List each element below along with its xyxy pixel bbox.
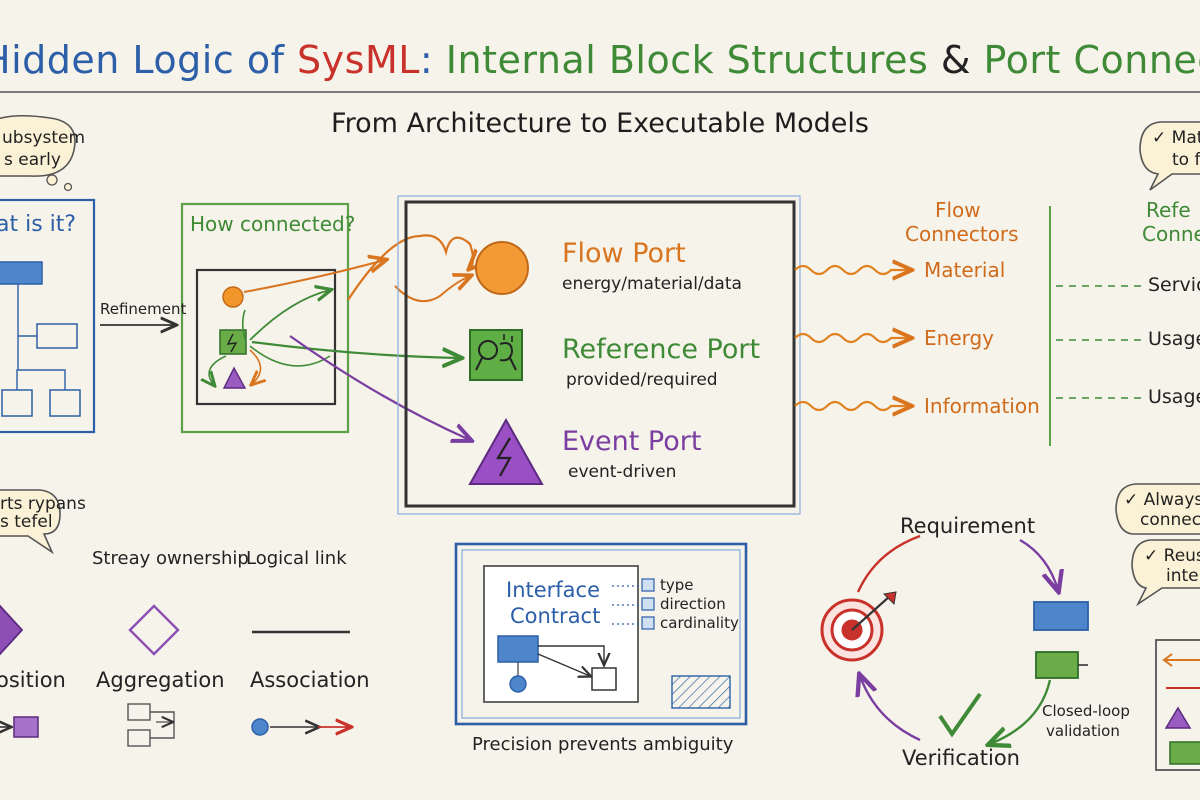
interface-contract-caption: Precision prevents ambiguity [472, 734, 734, 755]
title-part-4: Internal Block Structures [445, 38, 929, 82]
bubble-mid-left-line-1: rts rypans [0, 494, 86, 514]
reference-dash-lines [1056, 285, 1142, 399]
flow-connector-information: Information [924, 394, 1040, 418]
contract-attribute-direction: direction [660, 595, 726, 613]
how-connected-panel [180, 202, 385, 434]
bubble-mid-right-1-line-2: connecto [1140, 510, 1200, 530]
cycle-requirement-label: Requirement [900, 514, 1036, 538]
reference-connectors-heading-1: Refe [1146, 198, 1191, 222]
what-is-it-panel [0, 198, 96, 434]
title-part-3: : [419, 38, 446, 82]
title-part-2: SysML [297, 38, 420, 82]
page-title: Hidden Logic of SysML: Internal Block St… [0, 38, 1200, 82]
relationship-label-association: Association [250, 668, 370, 692]
interface-contract-title-1: Interface [506, 578, 601, 602]
verification-cycle [820, 534, 1089, 744]
speech-bubble-top-right [1139, 121, 1200, 191]
relationship-label-aggregation: Aggregation [96, 668, 225, 692]
relationship-label-composition: osition [0, 668, 66, 692]
cycle-note-line-1: Closed-loop [1042, 702, 1130, 720]
wavy-connectors [794, 266, 910, 410]
interface-contract-panel [454, 542, 748, 726]
reference-port-title: Reference Port [562, 334, 761, 365]
internal-block-frame [397, 195, 801, 515]
flow-port-connector [347, 234, 473, 301]
flow-port-connector-return [394, 276, 470, 303]
bubble-mid-left-line-2: s tefel [0, 512, 53, 532]
bubble-top-right-line-1: ✓ Mat [1152, 128, 1200, 148]
reference-port-subtitle: provided/required [566, 370, 718, 390]
bubble-mid-right-1-line-1: ✓ Always s [1124, 490, 1200, 510]
cycle-note-line-2: validation [1046, 722, 1120, 740]
flow-connector-material: Material [924, 258, 1006, 282]
reference-connector-usage-2: Usage [1148, 386, 1200, 408]
legend-fragment-right [1155, 639, 1200, 771]
event-port-connector [289, 335, 470, 440]
thought-bubble-top-left [0, 114, 76, 192]
event-port-title: Event Port [562, 426, 702, 457]
bubble-top-left-line-2: s early [4, 150, 61, 170]
how-connected-label: How connected? [190, 212, 356, 236]
what-is-it-label: at is it? [0, 212, 77, 237]
flow-connectors-heading-1: Flow [935, 198, 981, 222]
contract-attribute-type: type [660, 576, 694, 594]
relationship-notations [0, 604, 350, 747]
reference-connectors-heading-2: Conne [1142, 222, 1200, 246]
bubble-top-right-line-2: to fl [1172, 150, 1200, 170]
page-subtitle: From Architecture to Executable Models [331, 108, 869, 139]
reference-port-glyph [469, 329, 523, 381]
flow-port-glyph [475, 241, 529, 295]
speech-bubbles-mid-right [1115, 483, 1200, 607]
title-part-5: & [928, 38, 984, 82]
flow-connectors-heading-2: Connectors [905, 222, 1019, 246]
flow-port-title: Flow Port [562, 238, 686, 269]
interface-contract-title-2: Contract [510, 604, 601, 628]
refinement-label: Refinement [100, 300, 187, 318]
event-port-subtitle: event-driven [568, 462, 677, 482]
reference-connector-service: Servic [1148, 274, 1200, 296]
bubble-mid-right-2-line-1: ✓ Reus [1144, 546, 1200, 566]
speech-bubble-mid-left [0, 489, 61, 555]
contract-attribute-cardinality: cardinality [660, 614, 739, 632]
flow-port-subtitle: energy/material/data [562, 274, 742, 294]
flow-connector-energy: Energy [924, 326, 995, 350]
reference-port-connector [251, 340, 460, 358]
title-part-6: Port Connect [983, 38, 1200, 82]
reference-connector-usage-1: Usage [1148, 328, 1200, 350]
cycle-verification-label: Verification [902, 746, 1020, 770]
event-port-glyph [468, 417, 544, 485]
bubble-mid-right-2-line-2: inter [1166, 566, 1200, 586]
relationship-caption-ownership: Streay ownership [92, 548, 249, 569]
relationship-caption-logical-link: Logical link [246, 548, 347, 569]
bubble-top-left-line-1: ubsystem [2, 128, 86, 148]
title-part-1: Hidden Logic of [0, 38, 298, 82]
